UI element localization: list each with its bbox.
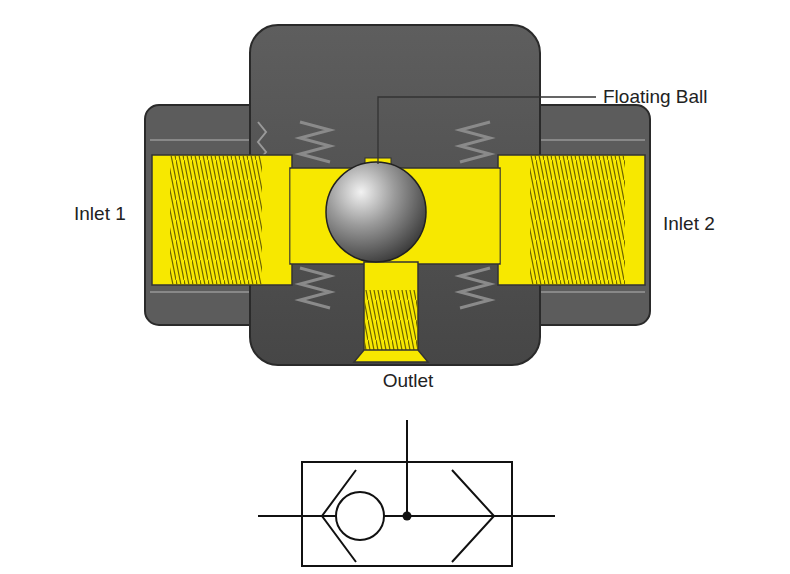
thread xyxy=(460,122,490,162)
thread xyxy=(300,268,330,308)
outlet-port xyxy=(364,262,418,354)
bore-thread xyxy=(170,155,262,285)
part-label: Inlet 1 xyxy=(74,203,126,226)
bore-joint xyxy=(291,169,294,263)
part-label: Outlet xyxy=(383,370,434,393)
thread xyxy=(460,268,490,308)
inlet-bore xyxy=(498,155,645,285)
fitting-edge xyxy=(150,139,265,141)
part-label: Inlet 2 xyxy=(663,213,715,236)
inlet-bore xyxy=(152,155,292,285)
outlet-thread xyxy=(364,290,418,350)
floating-ball xyxy=(326,162,426,262)
fitting-edge xyxy=(525,291,645,293)
fitting-edge xyxy=(150,291,265,293)
symbol-junction xyxy=(403,512,412,521)
shuttle-valve-symbol xyxy=(258,420,555,566)
fitting-edge xyxy=(525,139,645,141)
leader-line xyxy=(378,97,596,164)
symbol-seat xyxy=(452,470,494,562)
bore-thread xyxy=(530,155,625,285)
symbol-ball xyxy=(336,492,384,540)
part-label: Floating Ball xyxy=(603,86,708,109)
outlet-mouth xyxy=(354,350,428,362)
symbol-line xyxy=(406,420,408,516)
bore-joint xyxy=(497,169,500,263)
valve-body xyxy=(250,25,540,365)
thread xyxy=(300,122,330,162)
